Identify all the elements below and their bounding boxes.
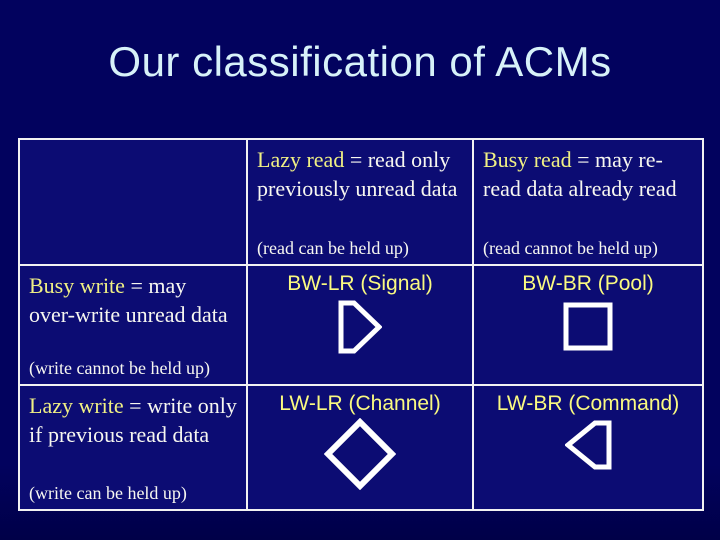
lazy-write-term: Lazy write [29, 393, 124, 418]
lazy-read-description: = read only previously unread data [257, 147, 458, 201]
lw-lr-channel-label: LW-LR (Channel) [279, 392, 441, 415]
busy-read-term: Busy read [483, 147, 572, 172]
row-header-busy-write: Busy write = may over-write unread data … [20, 266, 246, 384]
lazy-write-description: = write only if previous read data [29, 393, 237, 447]
lazy-read-definition: Lazy read = read only previously unread … [257, 145, 463, 203]
lazy-write-note: (write can be held up) [29, 483, 187, 503]
bw-br-pool-label: BW-BR (Pool) [522, 272, 654, 295]
lazy-read-term: Lazy read [257, 147, 345, 172]
col-header-busy-read: Busy read = may re-read data already rea… [474, 140, 702, 264]
busy-read-description: = may re-read data already read [483, 147, 677, 201]
busy-write-description: = may over-write unread data [29, 273, 228, 327]
cell-bw-lr-signal: BW-LR (Signal) [248, 266, 472, 384]
busy-read-definition: Busy read = may re-read data already rea… [483, 145, 693, 203]
slide-title: Our classification of ACMs [108, 38, 612, 85]
channel-shape-icon [324, 418, 396, 490]
signal-shape-icon [338, 300, 382, 354]
cell-lw-br-command: LW-BR (Command) [474, 386, 702, 509]
row-header-lazy-write: Lazy write = write only if previous read… [20, 386, 246, 509]
busy-read-note: (read cannot be held up) [483, 238, 658, 258]
busy-write-definition: Busy write = may over-write unread data [29, 271, 237, 329]
command-shape-icon [564, 420, 611, 470]
cell-bw-br-pool: BW-BR (Pool) [474, 266, 702, 384]
busy-write-term: Busy write [29, 273, 125, 298]
lazy-read-note: (read can be held up) [257, 238, 409, 258]
cell-lw-lr-channel: LW-LR (Channel) [248, 386, 472, 509]
classification-table: Lazy read = read only previously unread … [18, 138, 704, 511]
bw-lr-signal-label: BW-LR (Signal) [287, 272, 433, 295]
corner-cell [20, 140, 246, 264]
busy-write-note: (write cannot be held up) [29, 358, 210, 378]
lw-br-command-label: LW-BR (Command) [496, 392, 680, 415]
col-header-lazy-read: Lazy read = read only previously unread … [248, 140, 472, 264]
pool-shape-icon [563, 302, 613, 351]
lazy-write-definition: Lazy write = write only if previous read… [29, 391, 237, 449]
